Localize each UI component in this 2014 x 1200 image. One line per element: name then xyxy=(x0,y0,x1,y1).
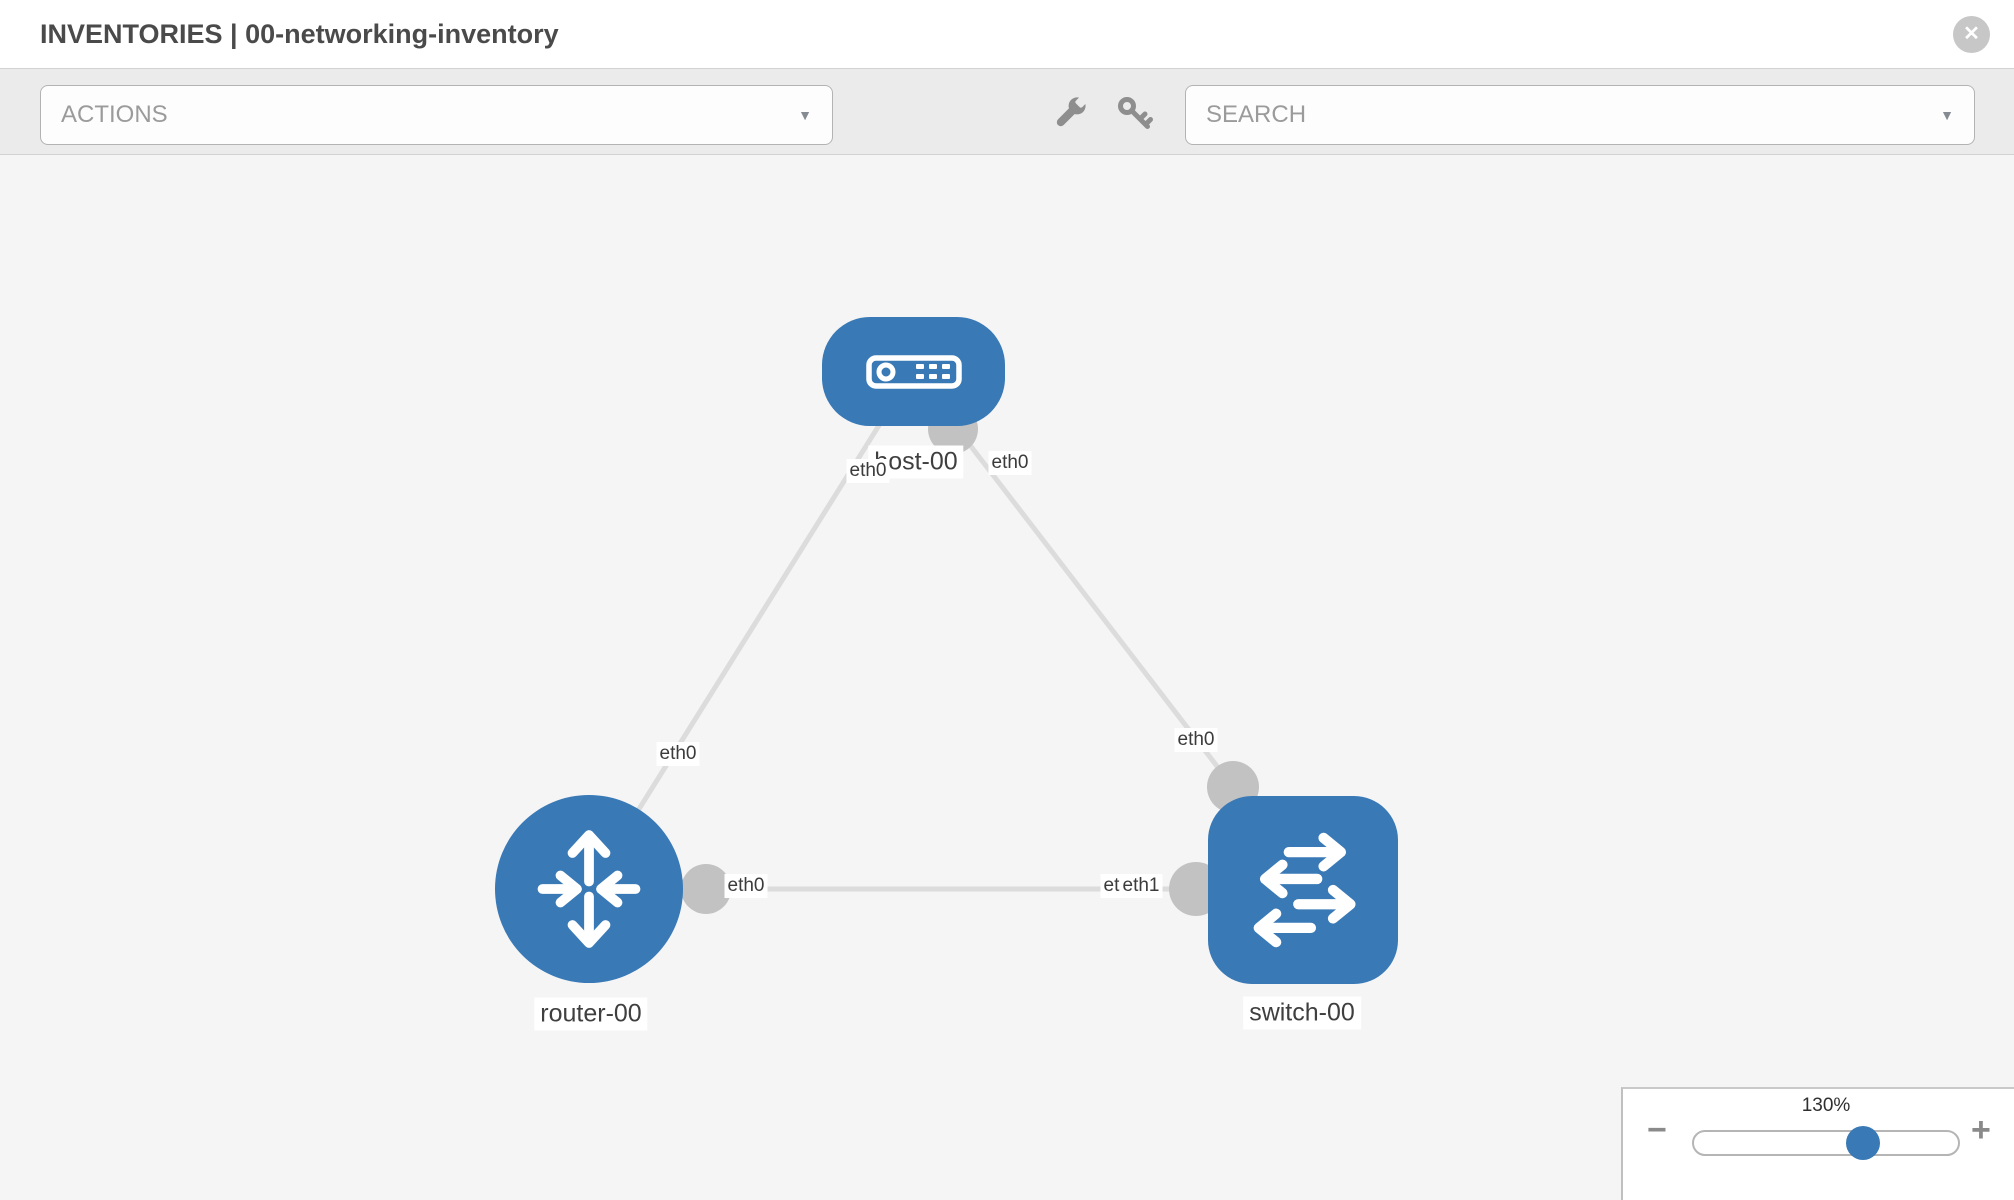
interface-label: eth0 xyxy=(724,874,768,898)
search-dropdown-label: SEARCH xyxy=(1206,101,1307,128)
toolbar: ACTIONS ▼ SEARCH ▼ xyxy=(0,69,2014,155)
port-circle[interactable] xyxy=(681,864,731,914)
zoom-slider[interactable] xyxy=(1692,1126,1960,1160)
key-icon xyxy=(1118,97,1153,129)
wrench-icon xyxy=(1056,95,1088,127)
caret-down-icon: ▼ xyxy=(798,106,812,123)
host-icon xyxy=(865,354,962,389)
switch-icon xyxy=(1253,832,1356,948)
topology-links-layer xyxy=(586,369,1303,916)
link-host-router[interactable] xyxy=(586,369,916,891)
credentials-button[interactable] xyxy=(1114,93,1154,133)
interface-label: eth0 xyxy=(988,451,1032,475)
zoom-panel: 130% − + xyxy=(1621,1087,2014,1200)
node-label-router-00[interactable]: router-00 xyxy=(534,997,648,1031)
interface-label: eth1 xyxy=(1119,874,1163,898)
node-switch-00[interactable] xyxy=(1208,796,1398,984)
page-header: INVENTORIES | 00-networking-inventory ✕ xyxy=(0,0,2014,69)
interface-label: eth0 xyxy=(1174,728,1218,752)
node-router-00[interactable] xyxy=(495,795,683,983)
interface-label: eth0 xyxy=(846,459,890,483)
zoom-level: 130% xyxy=(1801,1095,1851,1116)
interface-label: eth0 xyxy=(656,742,700,766)
close-icon: ✕ xyxy=(1963,23,1980,45)
topology-canvas[interactable]: host-00 router-00 switch-00 eth0 eth0 et… xyxy=(0,155,2014,1200)
actions-dropdown-label: ACTIONS xyxy=(61,101,168,128)
caret-down-icon: ▼ xyxy=(1940,106,1954,123)
node-host-00[interactable] xyxy=(822,317,1005,426)
search-dropdown[interactable]: SEARCH ▼ xyxy=(1185,85,1975,145)
close-button[interactable]: ✕ xyxy=(1953,16,1990,53)
minus-icon: − xyxy=(1647,1111,1667,1149)
node-label-switch-00[interactable]: switch-00 xyxy=(1243,996,1361,1030)
zoom-in-button[interactable]: + xyxy=(1971,1113,1991,1147)
plus-icon: + xyxy=(1971,1111,1991,1149)
zoom-out-button[interactable]: − xyxy=(1647,1113,1667,1147)
page-title: INVENTORIES | 00-networking-inventory xyxy=(40,19,559,49)
actions-dropdown[interactable]: ACTIONS ▼ xyxy=(40,85,833,145)
zoom-slider-thumb[interactable] xyxy=(1845,1126,1880,1160)
configure-button[interactable] xyxy=(1050,93,1090,133)
router-icon xyxy=(537,830,641,948)
